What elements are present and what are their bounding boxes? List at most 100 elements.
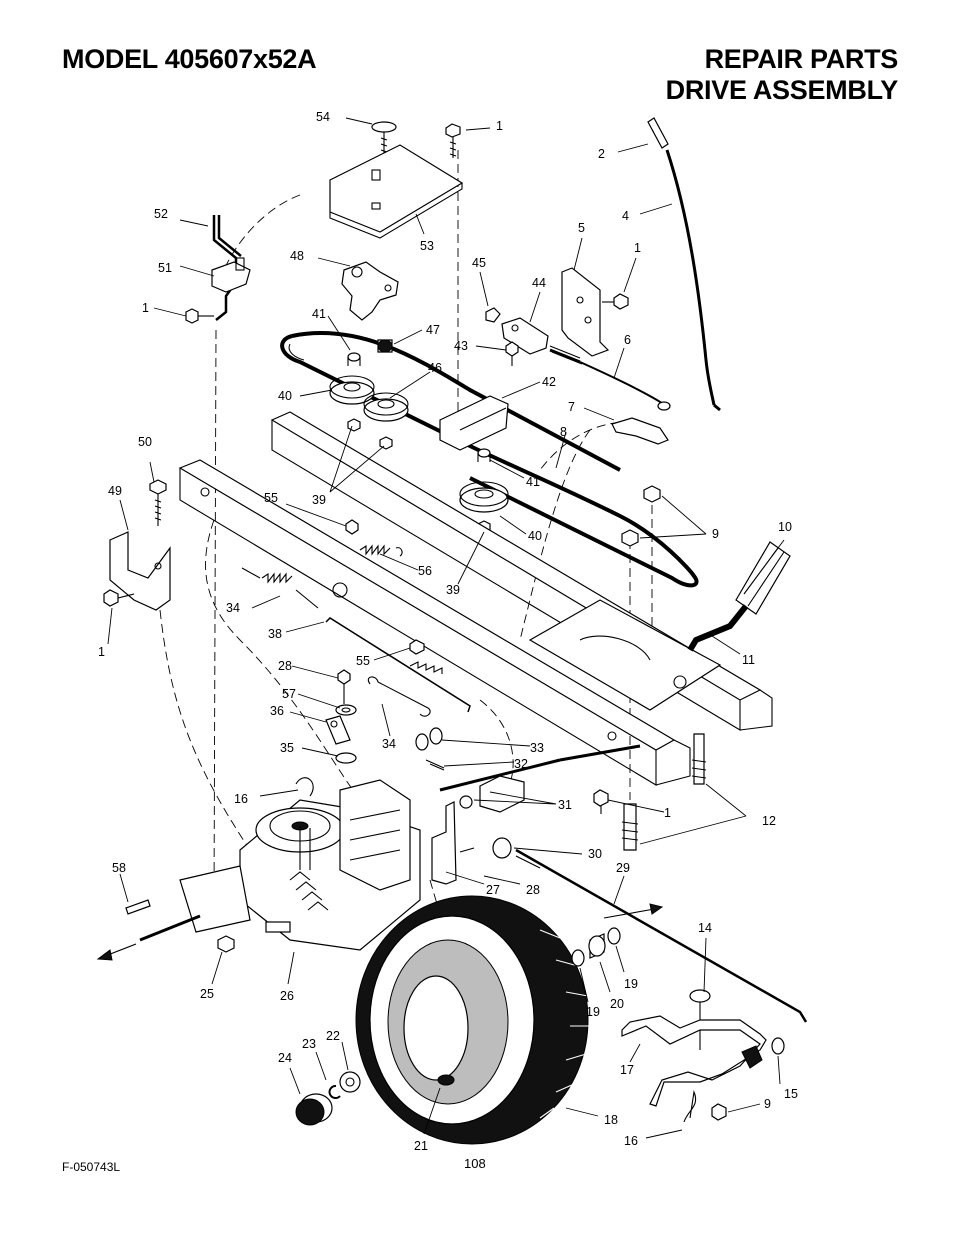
callout-28: 28 (526, 883, 540, 897)
callout-19: 19 (586, 1005, 600, 1019)
callout-38: 38 (268, 627, 282, 641)
callout-57: 57 (282, 687, 296, 701)
direction-arrow-right (603, 903, 664, 919)
direction-arrow-left (96, 943, 137, 961)
callout-51: 51 (158, 261, 172, 275)
section-title: REPAIR PARTS DRIVE ASSEMBLY (666, 44, 899, 106)
part-57-washer (335, 704, 357, 716)
part-58-key (125, 899, 151, 915)
part-9-nut-lower (711, 1103, 727, 1121)
callout-11: 11 (742, 653, 755, 667)
part-8-drive-belt (280, 331, 699, 588)
callout-24: 24 (278, 1051, 292, 1065)
part-24-hub-cap (295, 1093, 333, 1126)
part-23-e-ring (328, 1085, 341, 1099)
part-40-pulley-left (329, 375, 375, 405)
part-12-bolts (621, 733, 707, 851)
callout-8: 8 (560, 425, 567, 439)
callout-7: 7 (568, 400, 575, 414)
part-14-bolt (689, 989, 711, 1050)
part-9-nuts-upper (621, 485, 661, 547)
part-7-linkage (611, 417, 669, 445)
part-38-rod (325, 617, 471, 713)
callout-23: 23 (302, 1037, 316, 1051)
part-17-pedal (621, 1015, 767, 1107)
callout-43: 43 (454, 339, 468, 353)
callout-31: 31 (558, 798, 572, 812)
callout-26: 26 (280, 989, 294, 1003)
part-11-handle (687, 604, 749, 652)
part-1-left-bolt (185, 308, 214, 324)
callout-44: 44 (532, 276, 546, 290)
part-1-right-bolt (602, 293, 629, 310)
page-number: 108 (464, 1156, 486, 1171)
part-27-bracket (431, 801, 457, 885)
callout-29: 29 (616, 861, 630, 875)
part-54-bolt (371, 121, 397, 160)
callout-15: 15 (784, 1087, 798, 1101)
part-19-washers (571, 927, 621, 967)
leader-lines (107, 117, 785, 1139)
section-title-line-1: REPAIR PARTS (704, 44, 899, 74)
callout-18: 18 (604, 1113, 618, 1127)
callout-1: 1 (664, 806, 671, 820)
part-43-bolt (505, 341, 519, 366)
callout-16: 16 (624, 1134, 638, 1148)
callout-labels: 54 1 2 4 52 53 5 1 51 48 45 44 1 41 47 4… (98, 110, 798, 1153)
part-30-bushing (459, 837, 512, 859)
part-25-nut (217, 935, 235, 953)
callout-35: 35 (280, 741, 294, 755)
callout-4: 4 (622, 209, 629, 223)
part-2-grip (647, 117, 669, 149)
callout-41: 41 (526, 475, 540, 489)
part-20-bushing (588, 933, 606, 959)
part-22-washer (339, 1071, 361, 1093)
part-47-spacer (377, 339, 393, 353)
callout-53: 53 (420, 239, 434, 253)
callout-17: 17 (620, 1063, 634, 1077)
part-45-clip (485, 307, 501, 323)
callout-40: 40 (278, 389, 292, 403)
model-title: MODEL 405607x52A (62, 44, 317, 74)
callout-1: 1 (142, 301, 149, 315)
part-49-bracket (109, 531, 171, 611)
callout-30: 30 (588, 847, 602, 861)
callout-21: 21 (414, 1139, 428, 1153)
part-51-bracket (211, 257, 251, 293)
callout-27: 27 (486, 883, 500, 897)
part-18-tire (355, 895, 590, 1145)
callout-20: 20 (610, 997, 624, 1011)
callout-1: 1 (634, 241, 641, 255)
callout-56: 56 (418, 564, 432, 578)
part-42-bracket (439, 395, 509, 451)
callout-41: 41 (312, 307, 326, 321)
part-10-grip (735, 541, 791, 615)
rear-axle-shaft (439, 744, 641, 792)
part-53-cover-plate (329, 144, 464, 239)
callout-14: 14 (698, 921, 712, 935)
callout-40: 40 (528, 529, 542, 543)
part-41-spacer-top (347, 352, 361, 366)
callout-39: 39 (312, 493, 326, 507)
callout-9: 9 (764, 1097, 771, 1111)
part-16-lower-clip (683, 1090, 697, 1123)
part-28-bolt (337, 669, 351, 704)
callout-5: 5 (578, 221, 585, 235)
part-40-pulley-right (459, 481, 509, 513)
part-35-washer (335, 752, 357, 764)
callout-42: 42 (542, 375, 556, 389)
part-1-top-bolt (445, 123, 461, 158)
callout-33: 33 (530, 741, 544, 755)
callout-48: 48 (290, 249, 304, 263)
part-41-spacer-right (477, 448, 491, 462)
callout-32: 32 (514, 757, 528, 771)
callout-16: 16 (234, 792, 248, 806)
part-50-bolt (149, 479, 167, 526)
part-29-rod (515, 848, 808, 1023)
callout-46: 46 (428, 361, 442, 375)
callout-22: 22 (326, 1029, 340, 1043)
callout-9: 9 (712, 527, 719, 541)
part-33-washers (415, 727, 443, 751)
callout-54: 54 (316, 110, 330, 124)
